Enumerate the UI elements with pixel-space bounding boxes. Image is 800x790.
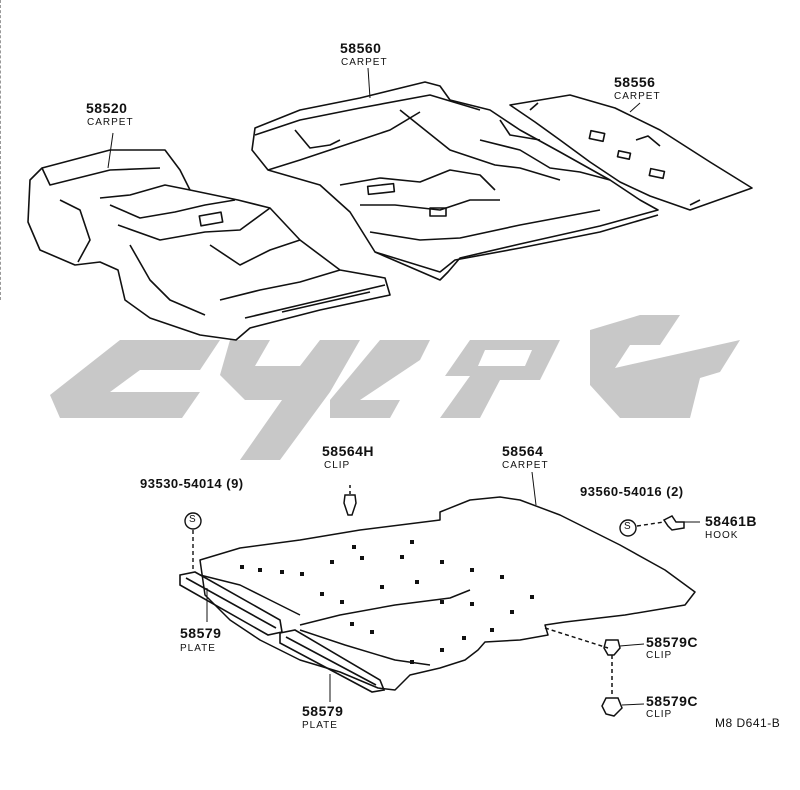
part-name-58520: CARPET (87, 117, 134, 128)
part-name-58564h: CLIP (324, 460, 351, 471)
part-number-58461b: 58461B (705, 513, 758, 529)
screw-symbol-circles (184, 512, 665, 572)
part-number-58579c-1: 58579C (646, 634, 699, 650)
carpet-58556-drawing (509, 94, 753, 211)
carpet-58564-holes (240, 540, 534, 664)
part-number-58564: 58564 (502, 443, 544, 459)
screw-symbol-left: S (189, 514, 196, 525)
part-name-58556: CARPET (614, 91, 661, 102)
plate-58579-lower-drawing (279, 629, 386, 693)
clip-58564h-drawing (343, 485, 357, 516)
part-name-58579-upper: PLATE (180, 643, 216, 654)
part-name-58579c-2: CLIP (646, 709, 673, 720)
part-name-58461b: HOOK (705, 530, 739, 541)
carpet-58564-drawing (199, 496, 696, 691)
carpet-58560-drawing (251, 81, 659, 281)
carpet-58520-drawing (27, 149, 391, 341)
part-number-58560: 58560 (340, 40, 382, 56)
part-number-58579-lower: 58579 (302, 703, 344, 719)
screw-symbol-right: S (624, 521, 631, 532)
part-name-58564: CARPET (502, 460, 549, 471)
clip-58579c-drawings (544, 627, 623, 717)
part-name-58579-lower: PLATE (302, 720, 338, 731)
part-number-58579-upper: 58579 (180, 625, 222, 641)
part-number-58556: 58556 (614, 74, 656, 90)
part-number-93530-54014: 93530-54014 (9) (140, 476, 244, 491)
part-name-58579c-1: CLIP (646, 650, 673, 661)
part-number-58520: 58520 (86, 100, 128, 116)
page-edge-dashed-line (0, 0, 1, 300)
part-number-93560-54016: 93560-54016 (2) (580, 484, 684, 499)
part-number-58564h: 58564H (322, 443, 375, 459)
watermark-logo (50, 315, 740, 460)
part-name-58560: CARPET (341, 57, 388, 68)
diagram-code: M8 D641-B (715, 716, 781, 730)
hook-58461b-drawing (662, 515, 685, 531)
part-number-58579c-2: 58579C (646, 693, 699, 709)
leader-lines (107, 67, 700, 706)
